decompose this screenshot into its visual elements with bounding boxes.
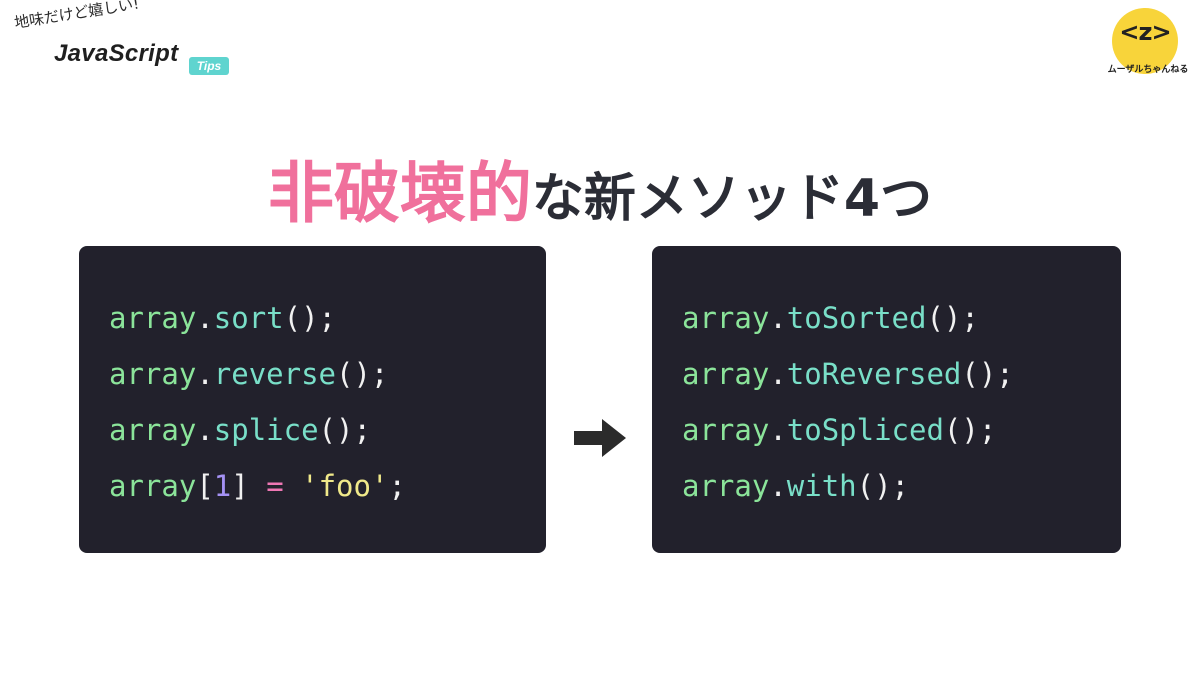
code-line: array.sort(); [109,290,546,346]
code-line: array.toSorted(); [682,290,1121,346]
code-punctuation: (); [283,301,337,335]
code-string: 'foo' [301,469,389,503]
code-object: array [682,469,770,503]
code-method: reverse [213,357,336,391]
code-punctuation: . [769,469,787,503]
code-method: splice [213,413,319,447]
code-object: array [109,301,197,335]
code-line: array.reverse(); [109,346,546,402]
code-punctuation: ; [388,469,406,503]
code-punctuation: . [769,357,787,391]
code-object: array [682,301,770,335]
code-object: array [109,469,197,503]
code-line: array.toReversed(); [682,346,1121,402]
code-method: toReversed [786,357,962,391]
code-method: toSorted [786,301,927,335]
code-number: 1 [213,469,232,503]
brand-title: JavaScript [54,40,179,67]
logo-circle-icon [1112,8,1178,74]
code-punctuation: (); [318,413,371,447]
brand-tagline: 地味だけど嬉しい! [13,0,141,33]
code-panel-destructive: array.sort(); array.reverse(); array.spl… [79,246,546,553]
code-punctuation: (); [961,357,1014,391]
code-object: array [109,357,197,391]
code-line: array.splice(); [109,402,546,458]
arrow-right-icon [574,419,626,457]
brand-header: 地味だけど嬉しい! JavaScript Tips [13,0,229,75]
code-punctuation: (); [856,469,910,503]
code-space [249,469,266,503]
code-punctuation: (); [943,413,997,447]
code-punctuation: . [769,301,787,335]
code-method: sort [213,301,284,335]
code-panel-non-destructive: array.toSorted(); array.toReversed(); ar… [652,246,1121,553]
code-operator: = [266,469,284,503]
channel-name: ムーザルちゃんねる [1107,65,1189,75]
page-title: 非破壊的な新メソッド4つ [0,140,1200,236]
code-punctuation: [ [196,469,214,503]
brand-tips-badge: Tips [189,57,229,75]
code-punctuation: . [196,413,214,447]
title-rest: な新メソッド4つ [531,169,933,229]
code-object: array [682,413,770,447]
code-object: array [109,413,197,447]
code-punctuation: (); [926,301,979,335]
channel-logo: <z> ムーザルちゃんねる [1103,8,1193,78]
code-line: array.toSpliced(); [682,402,1121,458]
logo-glyph: <z> [1119,18,1171,46]
code-space [284,469,301,503]
code-punctuation: (); [336,357,389,391]
code-punctuation: . [196,357,214,391]
code-punctuation: . [769,413,787,447]
code-line: array[1] = 'foo'; [109,458,546,514]
code-line: array.with(); [682,458,1121,514]
code-method: toSpliced [786,413,944,447]
title-accent: 非破壊的 [267,155,532,232]
code-object: array [682,357,770,391]
code-punctuation: ] [231,469,249,503]
code-method: with [786,469,857,503]
code-punctuation: . [196,301,214,335]
